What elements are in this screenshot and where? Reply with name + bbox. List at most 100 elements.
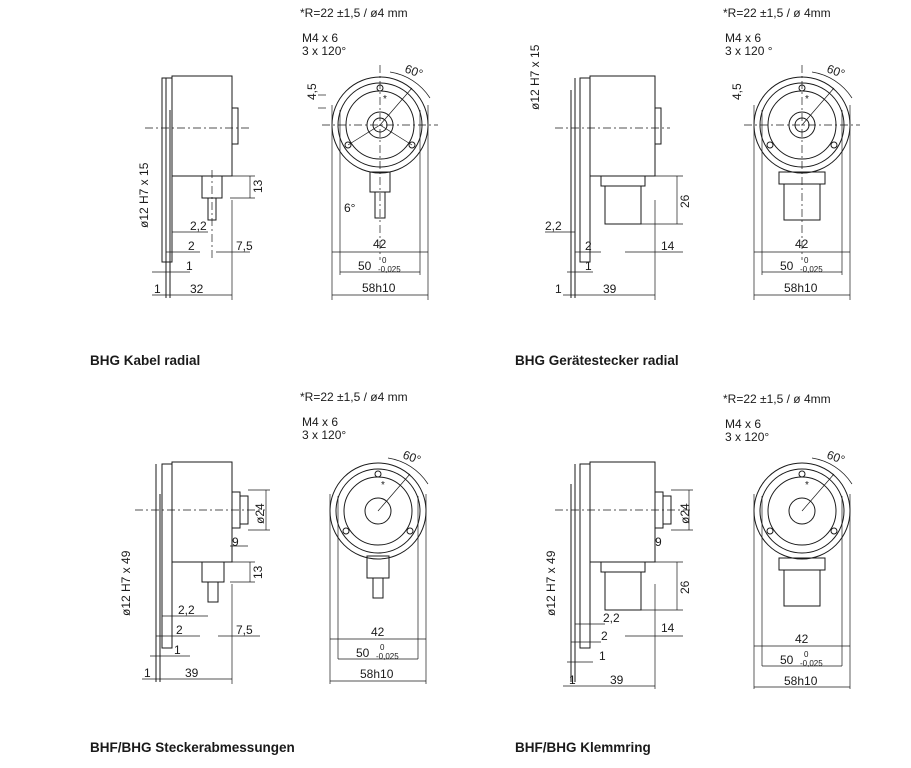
front-shaft xyxy=(364,497,392,525)
thread-label: M4 x 6 xyxy=(302,415,338,429)
dim-58: 58h10 xyxy=(360,667,394,681)
dim-9: 9 xyxy=(232,535,239,549)
pattern-label: 3 x 120° xyxy=(725,430,769,444)
tol-lower: -0,025 xyxy=(378,265,401,274)
connector-base xyxy=(600,561,646,573)
angle-label: 60° xyxy=(401,448,423,467)
dim-2: 2 xyxy=(601,629,608,643)
dim-length: 39 xyxy=(603,282,617,296)
tol-upper: 0 xyxy=(804,256,809,265)
dim-length: 39 xyxy=(610,673,624,687)
star-mark: * xyxy=(805,480,809,491)
dim-1a: 1 xyxy=(599,649,606,663)
dim-length: 39 xyxy=(185,666,199,680)
side-flange xyxy=(161,463,173,649)
panel-geraetestecker-radial: *R=22 ±1,5 / ø 4mm M4 x 6 3 x 120 ° 60° … xyxy=(515,0,911,380)
dim-1b: 1 xyxy=(154,282,161,296)
thread-label: M4 x 6 xyxy=(302,31,338,45)
dim-24: ø24 xyxy=(678,503,692,524)
r-note: *R=22 ±1,5 / ø 4mm xyxy=(723,6,831,20)
connector-base xyxy=(600,175,646,187)
dim-42: 42 xyxy=(373,237,387,251)
front-connector xyxy=(778,557,826,571)
cable-gland xyxy=(201,561,225,583)
drawing-geraetestecker-radial: *R=22 ±1,5 / ø 4mm M4 x 6 3 x 120 ° 60° … xyxy=(528,6,860,300)
dim-7-5: 7,5 xyxy=(236,623,253,637)
panel-klemmring: *R=22 ±1,5 / ø 4mm M4 x 6 3 x 120° 60° 4… xyxy=(515,384,911,764)
thread-label: M4 x 6 xyxy=(725,31,761,45)
dim-24: ø24 xyxy=(253,503,267,524)
drawing-kabel-radial: *R=22 ±1,5 / ø4 mm M4 x 6 3 x 120° 60° 4… xyxy=(137,6,438,300)
angle-label: 60° xyxy=(403,62,425,81)
star-mark: * xyxy=(381,480,385,491)
dim-50: 50 xyxy=(356,646,370,660)
dim-2-2: 2,2 xyxy=(190,219,207,233)
r-note: *R=22 ±1,5 / ø 4mm xyxy=(723,392,831,406)
dim-2: 2 xyxy=(585,239,592,253)
tol-lower: -0,025 xyxy=(376,652,399,661)
shaft-dim: ø12 H7 x 15 xyxy=(137,162,151,228)
dim-4-5: 4,5 xyxy=(305,83,319,100)
dim-7-5: 7,5 xyxy=(236,239,253,253)
side-body xyxy=(589,75,656,177)
side-body xyxy=(171,75,233,177)
dim-2: 2 xyxy=(188,239,195,253)
side-flange xyxy=(161,77,173,263)
star-mark: * xyxy=(805,94,809,105)
thread-label: M4 x 6 xyxy=(725,417,761,431)
dim-26: 26 xyxy=(678,580,692,594)
dim-42: 42 xyxy=(795,632,809,646)
panel-caption: BHF/BHG Klemmring xyxy=(515,740,651,755)
panel-caption: BHG Kabel radial xyxy=(90,353,201,368)
side-cap xyxy=(654,107,662,145)
dim-2-2: 2,2 xyxy=(178,603,195,617)
dim-9: 9 xyxy=(655,535,662,549)
star-mark: * xyxy=(383,94,387,105)
dim-58: 58h10 xyxy=(784,281,818,295)
side-flange xyxy=(579,77,591,263)
panel-kabel-radial: *R=22 ±1,5 / ø4 mm M4 x 6 3 x 120° 60° 4… xyxy=(90,0,510,380)
dim-42: 42 xyxy=(795,237,809,251)
cable-angle: 6° xyxy=(344,201,356,215)
r-note: *R=22 ±1,5 / ø4 mm xyxy=(300,6,408,20)
dim-50: 50 xyxy=(780,259,794,273)
dim-1b: 1 xyxy=(569,673,576,687)
pattern-label: 3 x 120 ° xyxy=(725,44,773,58)
dim-1a: 1 xyxy=(174,643,181,657)
connector-body xyxy=(604,571,642,611)
pattern-label: 3 x 120° xyxy=(302,44,346,58)
side-cap xyxy=(231,107,239,145)
dim-2: 2 xyxy=(176,623,183,637)
dim-50: 50 xyxy=(358,259,372,273)
dim-2-2: 2,2 xyxy=(545,219,562,233)
dim-2-2: 2,2 xyxy=(603,611,620,625)
panel-caption: BHG Gerätestecker radial xyxy=(515,353,679,368)
tol-upper: 0 xyxy=(804,650,809,659)
dim-58: 58h10 xyxy=(784,674,818,688)
panel-steckerabmessungen: *R=22 ±1,5 / ø4 mm M4 x 6 3 x 120° 60° 4… xyxy=(90,384,510,764)
tol-lower: -0,025 xyxy=(800,659,823,668)
tol-upper: 0 xyxy=(380,643,385,652)
drawing-klemmring: *R=22 ±1,5 / ø 4mm M4 x 6 3 x 120° 60° 4… xyxy=(544,392,853,689)
angle-label: 60° xyxy=(825,62,847,81)
shaft-dim: ø12 H7 x 15 xyxy=(528,44,542,110)
dim-length: 32 xyxy=(190,282,204,296)
panel-caption: BHF/BHG Steckerabmessungen xyxy=(90,740,295,755)
tol-upper: 0 xyxy=(382,256,387,265)
dim-58: 58h10 xyxy=(362,281,396,295)
dim-1a: 1 xyxy=(186,259,193,273)
dim-1b: 1 xyxy=(555,282,562,296)
shaft-dim: ø12 H7 x 49 xyxy=(119,550,133,616)
dim-14: 14 xyxy=(661,621,675,635)
dim-13: 13 xyxy=(251,179,265,193)
side-body xyxy=(589,461,656,563)
angle-label: 60° xyxy=(825,448,847,467)
r-note: *R=22 ±1,5 / ø4 mm xyxy=(300,390,408,404)
connector-body xyxy=(604,185,642,225)
drawing-steckerabmessungen: *R=22 ±1,5 / ø4 mm M4 x 6 3 x 120° 60° 4… xyxy=(119,390,429,684)
front-shaft xyxy=(788,497,816,525)
dim-42: 42 xyxy=(371,625,385,639)
dim-14: 14 xyxy=(661,239,675,253)
dim-1b: 1 xyxy=(144,666,151,680)
side-body xyxy=(171,461,233,563)
